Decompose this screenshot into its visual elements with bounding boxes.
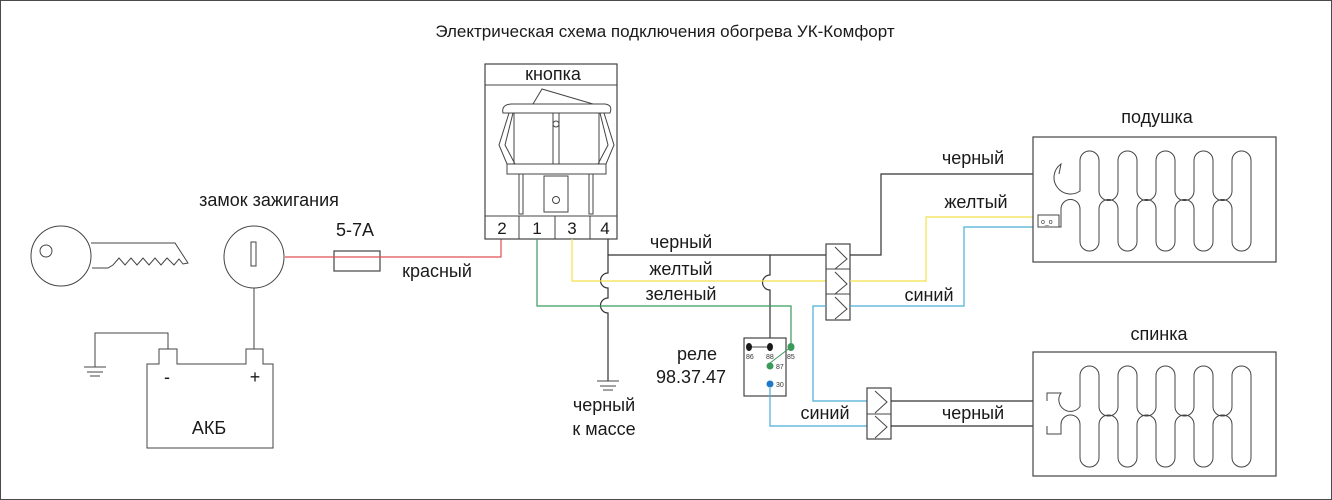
heating-element-icon	[1053, 150, 1252, 252]
relay: 86 88 85 87 30	[743, 337, 795, 397]
wire-yellow-main	[571, 239, 826, 282]
ground-label-line2: к массе	[572, 419, 635, 439]
wire-blue-relay	[769, 388, 867, 427]
relay-label-line2: 98.37.47	[656, 367, 726, 387]
wire-label-black-main: черный	[650, 232, 712, 252]
thermostat: o_o	[1037, 214, 1060, 228]
battery-minus: -	[164, 367, 170, 387]
svg-text:30: 30	[776, 382, 784, 389]
battery-label: АКБ	[192, 418, 226, 438]
wire-label-yellow-cushion: желтый	[944, 192, 1007, 212]
svg-text:88: 88	[766, 354, 774, 361]
wire-blue-link	[812, 305, 867, 402]
diagram-title: Электрическая схема подключения обогрева…	[435, 22, 894, 41]
button-pin-4: 4	[600, 219, 609, 238]
key-icon	[30, 225, 189, 287]
wire-red	[285, 238, 502, 258]
seat-back-pad	[1032, 351, 1277, 477]
wire-green-main	[536, 239, 792, 346]
wire-black-relay	[761, 255, 771, 346]
wire-black-main	[607, 239, 826, 256]
fuse-label: 5-7А	[336, 220, 374, 240]
svg-text:o_o: o_o	[1041, 219, 1053, 226]
wire-label-yellow-main: желтый	[649, 259, 712, 279]
relay-pin-86: 86	[746, 343, 754, 361]
ground-label-line1: черный	[573, 395, 635, 415]
relay-label-line1: реле	[677, 344, 717, 364]
fuse	[333, 250, 381, 272]
relay-pin-88: 88	[766, 343, 774, 361]
relay-pin-87: 87	[766, 362, 784, 371]
connector-cushion	[825, 243, 851, 321]
wire-blue-cushion	[850, 226, 1038, 307]
rocker-button: кнопка 2 1 3 4	[484, 63, 618, 240]
wire-black-ground	[599, 255, 609, 381]
button-pin-3: 3	[567, 219, 576, 238]
button-pin-1: 1	[532, 219, 541, 238]
wire-yellow-cushion	[850, 216, 1038, 282]
rocker-switch-icon	[498, 88, 615, 215]
svg-text:85: 85	[787, 354, 795, 361]
ignition-label: замок зажигания	[199, 190, 339, 210]
back-label: спинка	[1130, 324, 1188, 344]
button-label: кнопка	[525, 64, 582, 84]
button-pin-2: 2	[497, 219, 506, 238]
svg-text:87: 87	[776, 364, 784, 371]
battery: - + АКБ	[146, 348, 274, 449]
ignition-lock-icon	[223, 225, 285, 289]
heating-element-icon	[1046, 365, 1252, 468]
wire-label-black-cushion: черный	[942, 148, 1004, 168]
battery-plus: +	[250, 367, 261, 387]
ground-icon	[84, 366, 106, 377]
ground-icon	[597, 380, 619, 391]
svg-text:86: 86	[746, 354, 754, 361]
relay-pin-30: 30	[766, 380, 784, 389]
wire-label-blue-cushion: синий	[904, 285, 953, 305]
cushion-label: подушка	[1121, 107, 1194, 127]
connector-back	[866, 387, 892, 440]
wire-black-cushion	[850, 173, 1061, 256]
wire-label-green-main: зеленый	[646, 284, 717, 304]
relay-pin-85: 85	[787, 343, 795, 361]
wire-label-black-back: черный	[942, 403, 1004, 423]
wire-label-red: красный	[402, 261, 472, 281]
ignition-switch	[223, 225, 285, 289]
wire-label-blue-back: синий	[800, 403, 849, 423]
